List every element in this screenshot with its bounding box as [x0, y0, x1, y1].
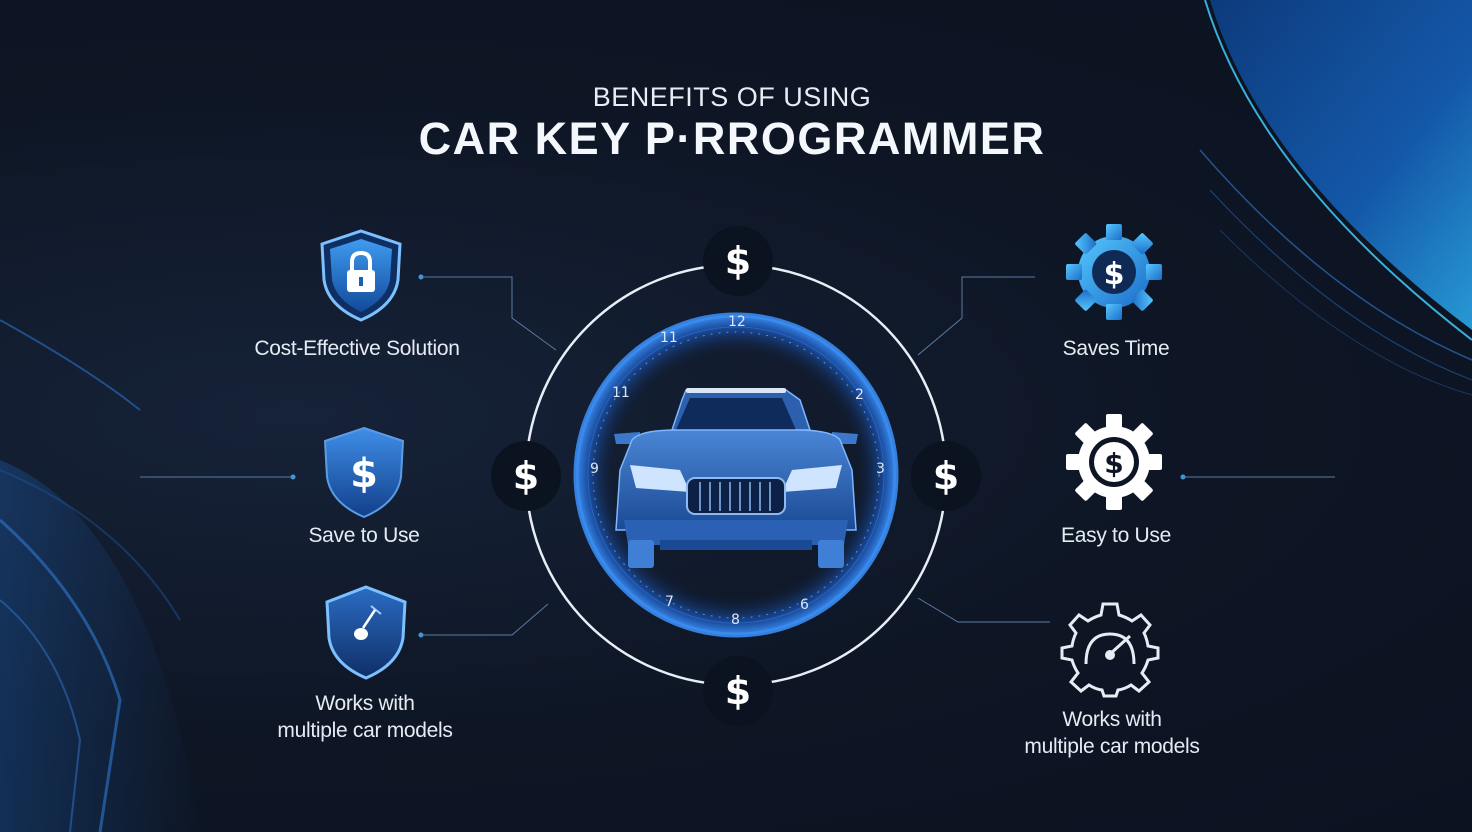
benefit-label-line: multiple car models [1024, 735, 1200, 758]
clock-number: 8 [731, 612, 740, 628]
dollar-badge-left: $ [493, 443, 559, 509]
benefit-label-save-to-use: Save to Use [308, 524, 420, 547]
clock-number: 3 [876, 461, 885, 477]
clock-number: 12 [728, 314, 746, 330]
benefit-label-line: multiple car models [277, 719, 453, 742]
shield-key-icon [325, 585, 407, 680]
benefit-label-cost-effective: Cost-Effective Solution [254, 337, 460, 360]
dollar-icon: $ [512, 454, 540, 498]
clock-number: 11 [660, 330, 678, 346]
gear-gauge-icon [1060, 602, 1160, 698]
svg-text:$: $ [1104, 447, 1123, 480]
dollar-badge-top: $ [705, 228, 771, 294]
clock-number: 7 [665, 594, 674, 610]
dollar-icon: $ [724, 239, 752, 283]
svg-text:$: $ [1104, 257, 1125, 292]
dollar-badge-right: $ [913, 443, 979, 509]
clock-number: 2 [855, 387, 864, 403]
benefit-label-saves-time: Saves Time [1062, 337, 1170, 360]
svg-text:$: $ [350, 451, 378, 497]
clock-number: 11 [612, 385, 630, 401]
benefit-label-works-with-right: Works with multiple car models [1008, 706, 1216, 760]
title-subtitle: BENEFITS OF USING [592, 82, 872, 112]
car-front-icon [614, 388, 858, 568]
benefit-label-easy-to-use: Easy to Use [1061, 524, 1171, 547]
benefit-label-works-with-left: Works with multiple car models [258, 690, 472, 744]
benefit-label-line: Works with [1062, 708, 1162, 731]
dollar-icon: $ [724, 669, 752, 713]
shield-lock-icon [320, 229, 402, 322]
clock-number: 6 [800, 597, 809, 613]
page-title: CAR KEY P·RROGRAMMER [418, 113, 1046, 164]
shield-dollar-icon: $ [323, 426, 405, 519]
gear-dollar-icon: $ [1066, 224, 1162, 320]
gear-dollar-white-icon: $ [1066, 414, 1162, 510]
dollar-badge-bottom: $ [705, 658, 771, 724]
benefit-label-line: Works with [315, 692, 415, 715]
dollar-icon: $ [932, 454, 960, 498]
clock-number: 9 [590, 461, 599, 477]
